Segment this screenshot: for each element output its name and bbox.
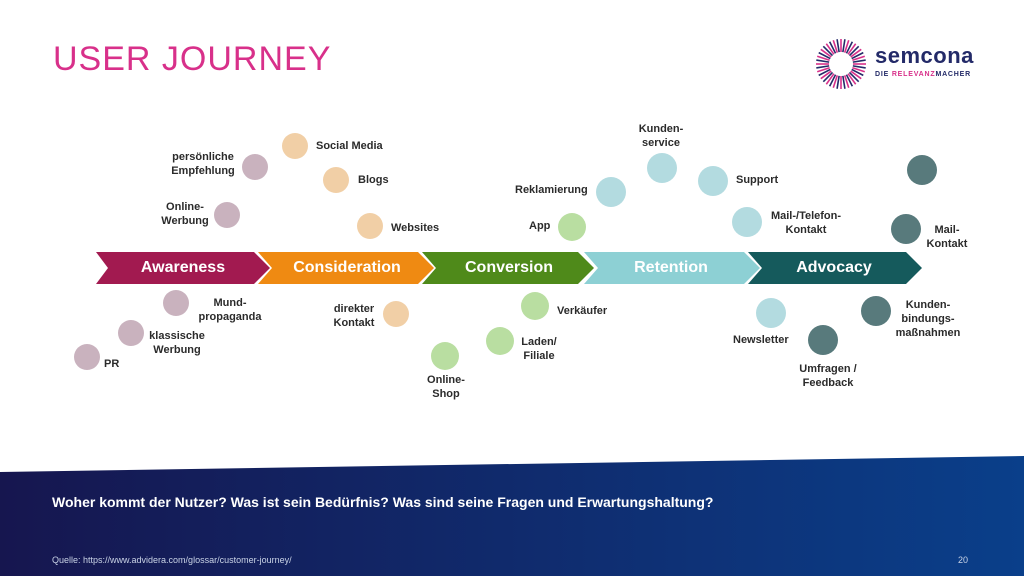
logo-ray [850,70,862,80]
logo-ray [852,55,866,62]
touchpoint-dot-app [558,213,586,241]
touchpoint-label-laden-filiale: Laden/Filiale [521,336,557,362]
logo-ray [852,65,866,69]
touchpoint-label-websites: Websites [391,222,440,234]
sunburst-logo-icon [816,39,866,89]
stage-label-conversion: Conversion [464,259,553,276]
touchpoint-dot-umfragen-feedback [808,325,838,355]
touchpoint-dot-mail-telefon-kontakt [732,207,762,237]
touchpoint-label-reklamierung: Reklamierung [515,184,588,196]
stage-arrow-consideration [258,252,434,284]
touchpoint-label-support: Support [736,174,779,186]
logo-ray [850,48,862,58]
logo-ray [822,71,834,83]
touchpoint-label-mail-kontakt: Mail-Kontakt [926,224,968,250]
logo-ray [851,51,864,60]
logo-ray [828,41,837,54]
touchpoint-label-kundenservice: Kunden-service [638,123,684,149]
stage-label-advocacy: Advocacy [796,259,872,276]
touchpoint-dot-klassische-werbung [118,320,144,346]
touchpoint-dot-mail-kontakt [891,214,921,244]
source-citation: Quelle: https://www.advidera.com/glossar… [52,555,292,565]
logo-ray [851,68,864,77]
touchpoint-dot-mundpropaganda [163,290,189,316]
touchpoint-label-kundenbindung: Kunden-bindungs-maßnahmen [895,299,961,339]
logo-ray [847,43,857,55]
touchpoint-dot-support [698,166,728,196]
touchpoint-dot-social-media [282,133,308,159]
touchpoint-dot-reklamierung [596,177,626,207]
touchpoint-label-verkaeufer: Verkäufer [557,305,608,317]
logo-ray [818,51,831,60]
touchpoint-label-pr: PR [104,358,120,370]
touchpoint-dot-direkter-kontakt [383,301,409,327]
stage-label-consideration: Consideration [293,259,401,276]
logo-ray [816,55,830,62]
logo-ray [820,70,832,80]
touchpoint-dot-kundenbindung [861,296,891,326]
logo-ray [848,45,860,57]
logo-ray [816,59,830,63]
footer-band [0,456,1024,576]
touchpoint-label-online-shop: Online-Shop [427,374,465,400]
logo-ray [842,39,846,53]
logo-ray [832,75,839,89]
stage-label-retention: Retention [634,259,708,276]
stage-arrow-conversion [422,252,594,284]
touchpoint-label-social-media: Social Media [316,140,383,152]
footer-question: Woher kommt der Nutzer? Was ist sein Bed… [52,494,714,510]
touchpoint-label-newsletter: Newsletter [733,334,789,346]
logo-ray [818,68,831,77]
logo-ray [852,59,866,63]
logo-wordmark: semcona [875,43,974,68]
stage-arrow-advocacy [748,252,922,284]
semcona-logo: semcona DIE RELEVANZMACHER [814,37,974,91]
touchpoint-dot-newsletter [756,298,786,328]
touchpoint-dot-pr [74,344,100,370]
stage-arrow-retention [584,252,760,284]
touchpoint-dot-laden-filiale [486,327,514,355]
logo-ray [836,75,840,89]
touchpoint-dot-persoenliche-empfehlung [242,154,268,180]
logo-ray [836,39,840,53]
touchpoint-dot-verkaeufer [521,292,549,320]
slide-title: USER JOURNEY [53,40,332,78]
touchpoint-label-umfragen-feedback: Umfragen /Feedback [799,363,857,389]
logo-ray [822,45,834,57]
touchpoint-dot-online-werbung [214,202,240,228]
touchpoint-dot-blogs [323,167,349,193]
logo-ray [825,43,835,55]
logo-ray [828,74,837,87]
logo-ray [843,39,850,53]
logo-ray [832,39,839,53]
touchpoint-label-app: App [529,220,551,232]
touchpoint-dot-advocacy-top [907,155,937,185]
stage-arrow-awareness [96,252,270,284]
logo-ray [845,74,854,87]
logo-ray [852,66,866,73]
logo-ray [845,41,854,54]
touchpoint-label-mundpropaganda: Mund-propaganda [198,297,262,323]
touchpoint-label-blogs: Blogs [358,174,389,186]
touchpoint-label-mail-telefon-kontakt: Mail-/Telefon-Kontakt [770,210,842,236]
touchpoint-dot-kundenservice [647,153,677,183]
logo-ray [842,75,846,89]
logo-ray [825,73,835,85]
logo-ray [816,65,830,69]
logo-ray [816,66,830,73]
touchpoint-dot-online-shop [431,342,459,370]
touchpoint-dot-websites [357,213,383,239]
logo-ray [848,71,860,83]
page-number: 20 [958,555,969,565]
logo-ray [820,48,832,58]
logo-ray [843,75,850,89]
logo-tagline: DIE RELEVANZMACHER [875,71,971,78]
touchpoint-label-online-werbung: Online-Werbung [161,201,209,227]
logo-ray [847,73,857,85]
stage-label-awareness: Awareness [140,259,226,276]
